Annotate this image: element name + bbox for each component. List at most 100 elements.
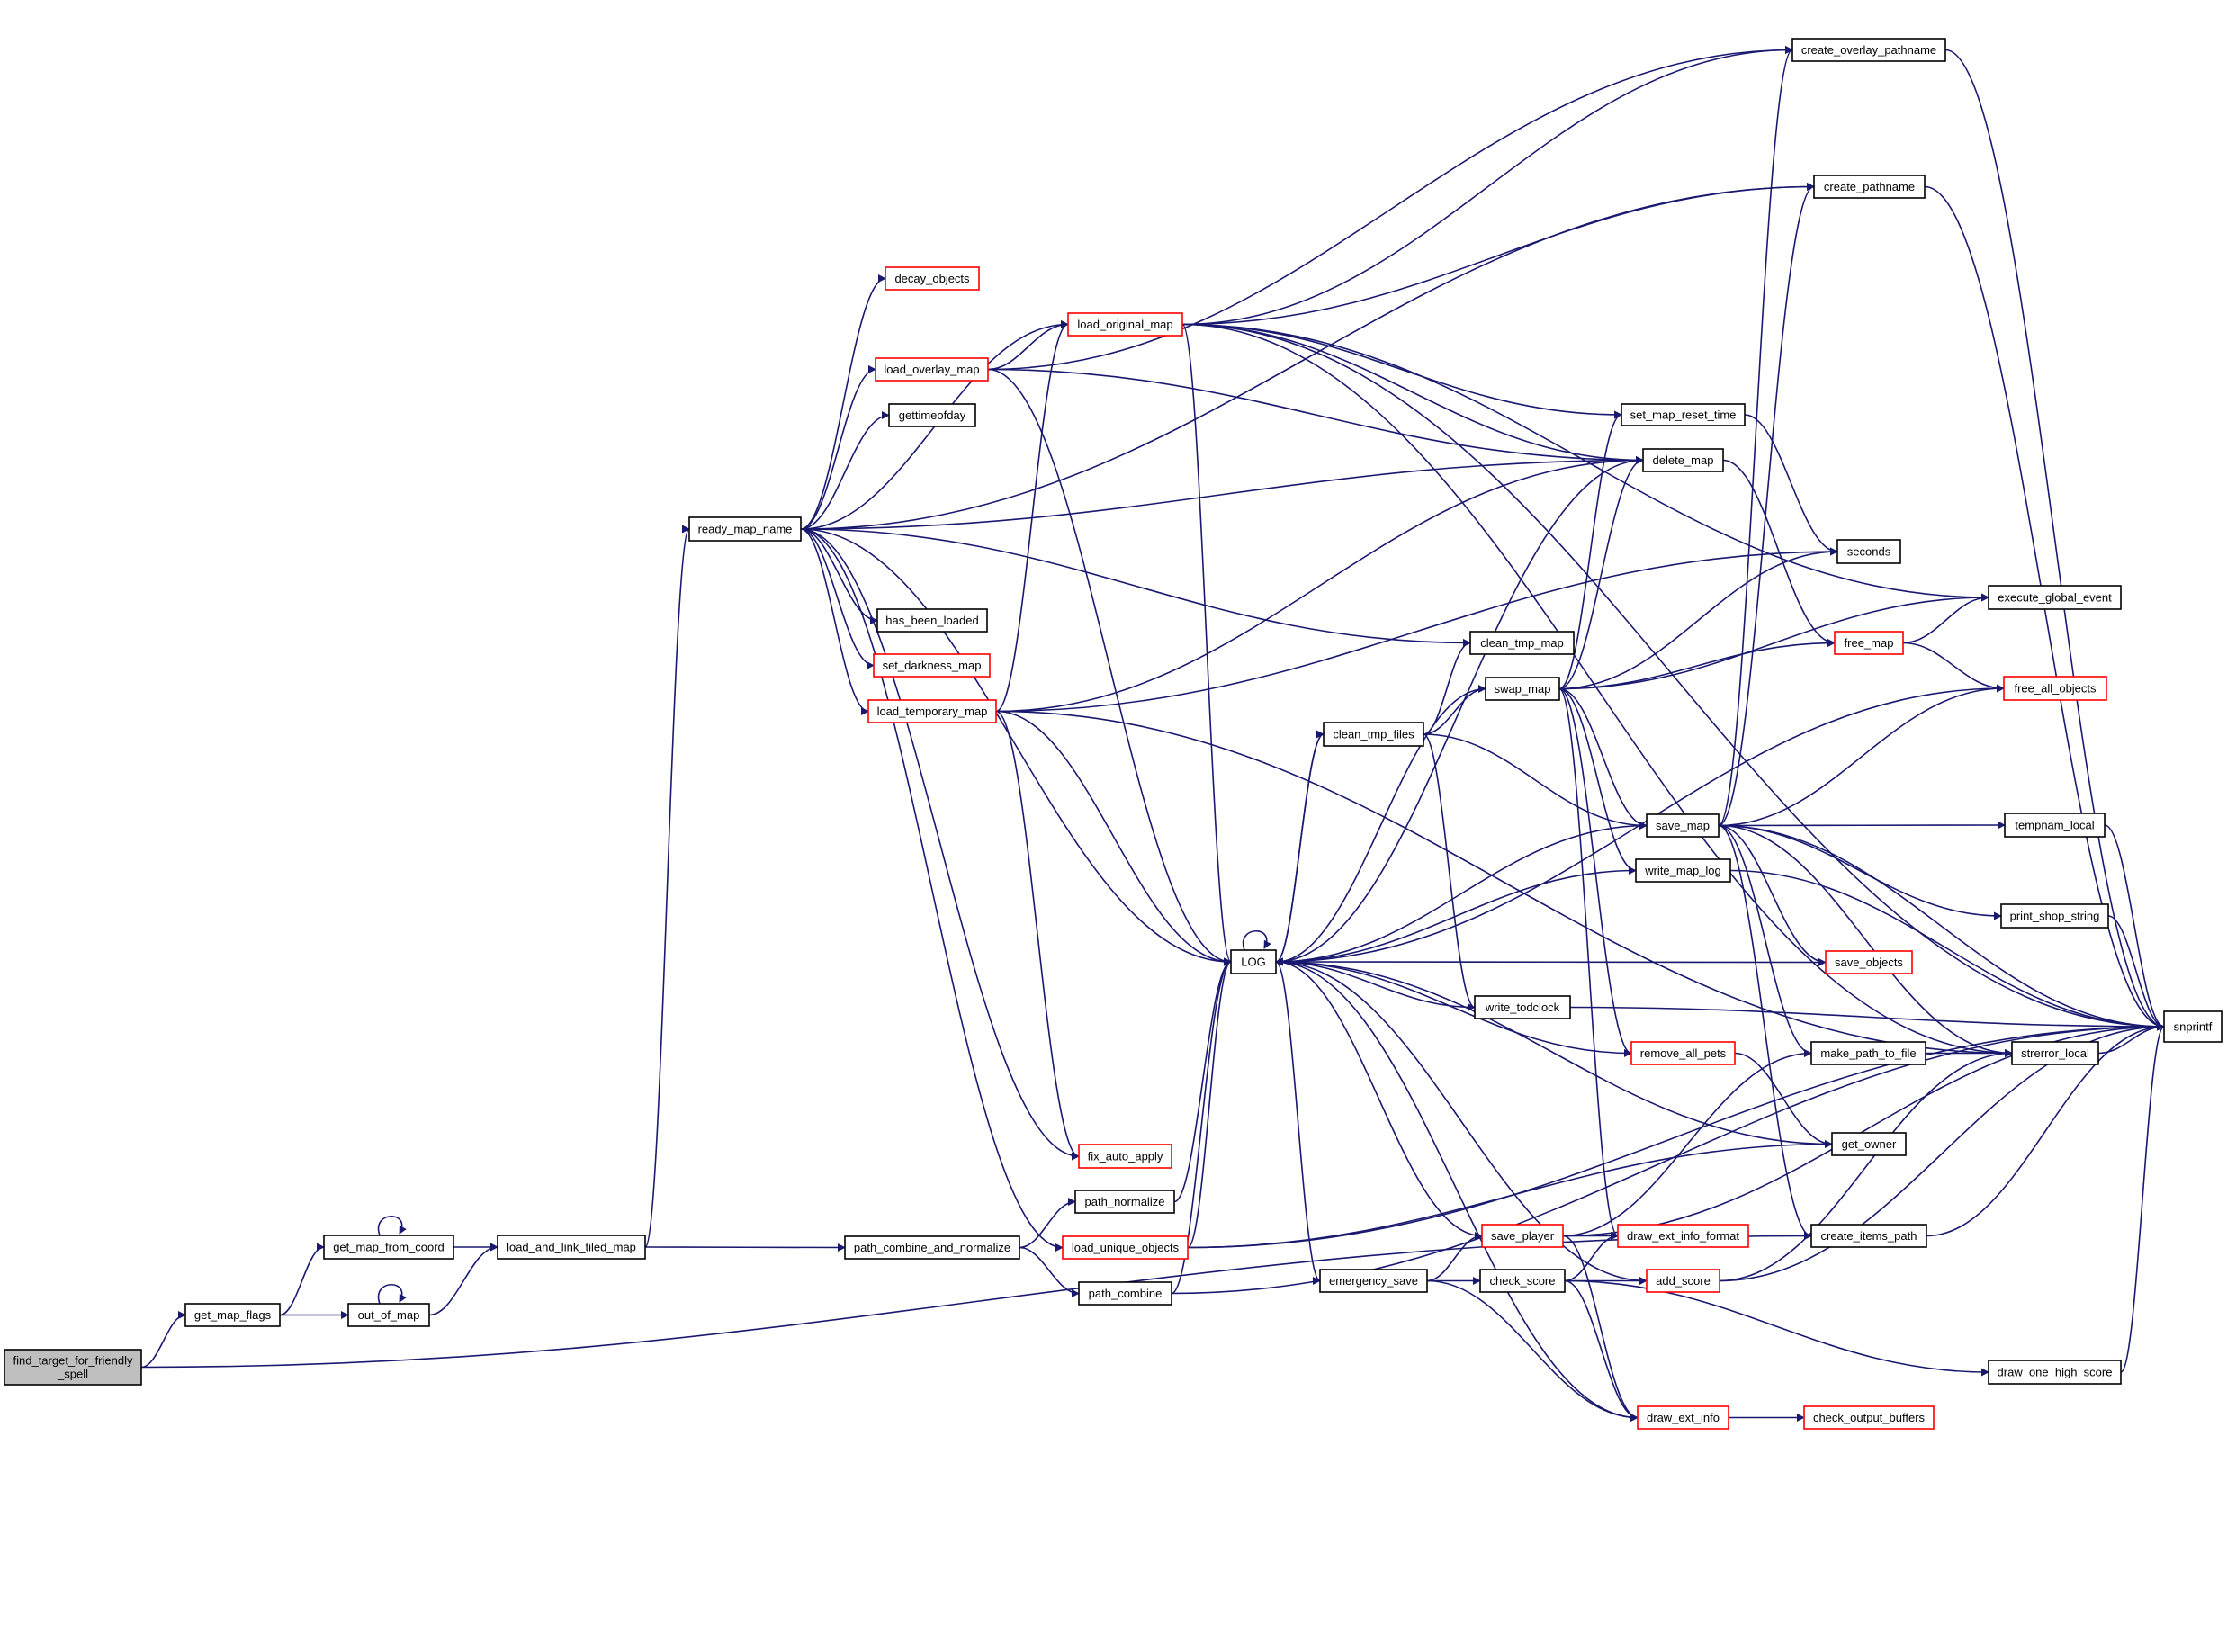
node-decay_objects[interactable]: decay_objects	[885, 266, 980, 291]
node-print_shop_string[interactable]: print_shop_string	[2000, 903, 2109, 929]
node-get_map_from_coord[interactable]: get_map_from_coord	[323, 1235, 454, 1260]
node-box[interactable]	[1621, 403, 1746, 426]
node-box[interactable]	[2000, 903, 2109, 929]
node-set_map_reset_time[interactable]: set_map_reset_time	[1621, 403, 1746, 426]
node-execute_global_event[interactable]: execute_global_event	[1988, 585, 2122, 610]
node-free_map[interactable]: free_map	[1834, 631, 1904, 655]
node-box[interactable]	[1067, 312, 1183, 337]
node-box[interactable]	[1988, 585, 2122, 610]
node-clean_tmp_files[interactable]: clean_tmp_files	[1323, 722, 1424, 747]
node-save_objects[interactable]: save_objects	[1825, 950, 1913, 974]
node-clean_tmp_map[interactable]: clean_tmp_map	[1469, 631, 1575, 655]
node-gettimeofday[interactable]: gettimeofday	[888, 403, 976, 427]
node-LOG[interactable]: LOG	[1230, 949, 1277, 974]
node-box[interactable]	[1637, 1405, 1729, 1430]
node-box[interactable]	[1810, 1041, 1926, 1065]
node-box[interactable]	[184, 1303, 281, 1327]
node-box[interactable]	[323, 1235, 454, 1260]
node-box[interactable]	[2163, 1010, 2223, 1043]
node-box[interactable]	[875, 357, 989, 382]
node-path_normalize[interactable]: path_normalize	[1074, 1190, 1175, 1214]
node-box[interactable]	[497, 1235, 646, 1260]
node-add_score[interactable]: add_score	[1646, 1269, 1720, 1293]
node-box[interactable]	[873, 653, 991, 678]
node-fix_auto_apply[interactable]: fix_auto_apply	[1078, 1144, 1172, 1169]
node-tempnam_local[interactable]: tempnam_local	[2004, 813, 2106, 838]
node-get_owner[interactable]: get_owner	[1831, 1132, 1907, 1156]
node-box[interactable]	[1617, 1224, 1749, 1248]
node-box[interactable]	[1630, 1041, 1736, 1065]
node-box[interactable]	[1485, 677, 1560, 701]
node-path_combine[interactable]: path_combine	[1078, 1281, 1172, 1306]
node-swap_map[interactable]: swap_map	[1485, 677, 1560, 701]
node-load_unique_objects[interactable]: load_unique_objects	[1062, 1235, 1189, 1260]
node-create_pathname[interactable]: create_pathname	[1813, 175, 1926, 199]
node-box[interactable]	[885, 266, 980, 291]
node-load_overlay_map[interactable]: load_overlay_map	[875, 357, 989, 382]
node-box[interactable]	[876, 608, 988, 633]
node-create_items_path[interactable]: create_items_path	[1810, 1224, 1927, 1248]
node-box[interactable]	[1810, 1224, 1927, 1248]
node-box[interactable]	[1836, 539, 1901, 564]
node-draw_one_high_score[interactable]: draw_one_high_score	[1988, 1360, 2122, 1385]
node-box[interactable]	[888, 403, 976, 427]
node-box[interactable]	[1078, 1144, 1172, 1169]
node-load_temporary_map[interactable]: load_temporary_map	[867, 699, 997, 723]
node-write_todclock[interactable]: write_todclock	[1474, 995, 1571, 1019]
node-box[interactable]	[1481, 1224, 1564, 1248]
node-strerror_local[interactable]: strerror_local	[2011, 1041, 2099, 1065]
node-delete_map[interactable]: delete_map	[1642, 448, 1724, 472]
node-seconds[interactable]: seconds	[1836, 539, 1901, 564]
node-box[interactable]	[1791, 38, 1946, 62]
node-ready_map_name[interactable]: ready_map_name	[688, 516, 802, 542]
node-save_map[interactable]: save_map	[1646, 813, 1720, 838]
node-box[interactable]	[1078, 1281, 1172, 1306]
node-box[interactable]	[688, 516, 802, 542]
node-make_path_to_file[interactable]: make_path_to_file	[1810, 1041, 1926, 1065]
node-set_darkness_map[interactable]: set_darkness_map	[873, 653, 991, 678]
node-out_of_map[interactable]: out_of_map	[347, 1303, 430, 1327]
node-box[interactable]	[2003, 676, 2107, 701]
node-load_original_map[interactable]: load_original_map	[1067, 312, 1183, 337]
node-box[interactable]	[1474, 995, 1571, 1019]
node-box[interactable]	[844, 1235, 1020, 1260]
node-check_output_buffers[interactable]: check_output_buffers	[1803, 1405, 1935, 1430]
node-box[interactable]	[347, 1303, 430, 1327]
node-draw_ext_info[interactable]: draw_ext_info	[1637, 1405, 1729, 1430]
node-check_score[interactable]: check_score	[1479, 1269, 1566, 1293]
node-find_target_for_friendly_spell[interactable]: find_target_for_friendly_spell	[4, 1349, 142, 1386]
node-box[interactable]	[1479, 1269, 1566, 1293]
node-box[interactable]	[1642, 448, 1724, 472]
node-box[interactable]	[1831, 1132, 1907, 1156]
node-box[interactable]	[1635, 858, 1731, 883]
node-free_all_objects[interactable]: free_all_objects	[2003, 676, 2107, 701]
node-create_overlay_pathname[interactable]: create_overlay_pathname	[1791, 38, 1946, 62]
node-box[interactable]	[1646, 1269, 1720, 1293]
node-load_and_link_tiled_map[interactable]: load_and_link_tiled_map	[497, 1235, 646, 1260]
node-box[interactable]	[1813, 175, 1926, 199]
node-box[interactable]	[1062, 1235, 1189, 1260]
node-has_been_loaded[interactable]: has_been_loaded	[876, 608, 988, 633]
node-box[interactable]	[1319, 1269, 1428, 1293]
node-box[interactable]	[1988, 1360, 2122, 1385]
root-node-box[interactable]	[4, 1349, 142, 1386]
node-get_map_flags[interactable]: get_map_flags	[184, 1303, 281, 1327]
node-box[interactable]	[1469, 631, 1575, 655]
node-snprintf[interactable]: snprintf	[2163, 1010, 2223, 1043]
node-box[interactable]	[1074, 1190, 1175, 1214]
node-box[interactable]	[1323, 722, 1424, 747]
node-box[interactable]	[2004, 813, 2106, 838]
node-save_player[interactable]: save_player	[1481, 1224, 1564, 1248]
node-box[interactable]	[1825, 950, 1913, 974]
node-box[interactable]	[867, 699, 997, 723]
node-box[interactable]	[2011, 1041, 2099, 1065]
node-box[interactable]	[1230, 949, 1277, 974]
node-path_combine_and_normalize[interactable]: path_combine_and_normalize	[844, 1235, 1020, 1260]
node-box[interactable]	[1803, 1405, 1935, 1430]
node-box[interactable]	[1834, 631, 1904, 655]
node-remove_all_pets[interactable]: remove_all_pets	[1630, 1041, 1736, 1065]
node-emergency_save[interactable]: emergency_save	[1319, 1269, 1428, 1293]
node-box[interactable]	[1646, 813, 1720, 838]
node-write_map_log[interactable]: write_map_log	[1635, 858, 1731, 883]
node-draw_ext_info_format[interactable]: draw_ext_info_format	[1617, 1224, 1749, 1248]
